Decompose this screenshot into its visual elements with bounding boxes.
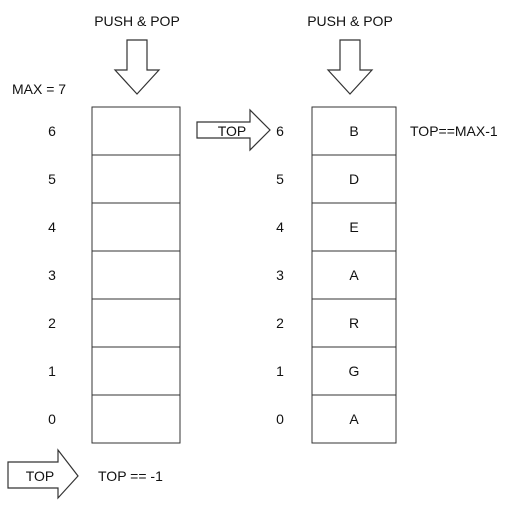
empty-stack-cell-1 bbox=[91, 346, 181, 396]
empty-stack-cell-2 bbox=[91, 298, 181, 348]
full-stack-index-label: 6 bbox=[276, 123, 284, 139]
full-stack-push-pop-label: PUSH & POP bbox=[307, 13, 393, 29]
full-condition-label: TOP==MAX-1 bbox=[410, 123, 498, 139]
full-stack-cell-5 bbox=[311, 154, 397, 204]
full-stack-cell-6 bbox=[311, 106, 397, 156]
empty-stack-top-pointer-label: TOP bbox=[26, 468, 55, 484]
max-label: MAX = 7 bbox=[12, 81, 66, 97]
empty-stack-cell-4 bbox=[91, 202, 181, 252]
empty-stack: 6 5 4 3 2 1 0 bbox=[48, 106, 181, 444]
full-stack-top-pointer-label: TOP bbox=[218, 123, 247, 139]
full-stack-index-label: 3 bbox=[276, 267, 284, 283]
empty-stack-push-pop-label: PUSH & POP bbox=[94, 13, 180, 29]
empty-stack-cell-0 bbox=[91, 394, 181, 444]
full-stack-cell-value: A bbox=[349, 267, 359, 283]
full-stack-cell-value: R bbox=[349, 315, 359, 331]
full-stack-index-label: 5 bbox=[276, 171, 284, 187]
empty-condition-label: TOP == -1 bbox=[98, 468, 163, 484]
empty-stack-push-pop-arrow bbox=[113, 39, 161, 95]
full-stack-push-pop-arrow bbox=[326, 39, 374, 95]
empty-stack-index-label: 5 bbox=[48, 171, 56, 187]
full-stack-cell-0 bbox=[311, 394, 397, 444]
empty-stack-index-label: 2 bbox=[48, 315, 56, 331]
empty-stack-cell-5 bbox=[91, 154, 181, 204]
empty-stack-index-label: 4 bbox=[48, 219, 56, 235]
full-stack-cell-3 bbox=[311, 250, 397, 300]
full-stack-cell-4 bbox=[311, 202, 397, 252]
empty-stack-index-label: 0 bbox=[48, 411, 56, 427]
full-stack-index-label: 0 bbox=[276, 411, 284, 427]
full-stack-index-label: 2 bbox=[276, 315, 284, 331]
empty-stack-index-label: 3 bbox=[48, 267, 56, 283]
full-stack-cell-value: A bbox=[349, 411, 359, 427]
empty-stack-index-label: 1 bbox=[48, 363, 56, 379]
full-stack-cell-value: B bbox=[349, 123, 358, 139]
full-stack-cell-1 bbox=[311, 346, 397, 396]
empty-stack-top-pointer-arrow bbox=[7, 448, 79, 500]
full-stack-cell-value: D bbox=[349, 171, 359, 187]
empty-stack-cell-3 bbox=[91, 250, 181, 300]
empty-stack-cell-6 bbox=[91, 106, 181, 156]
full-stack-index-label: 4 bbox=[276, 219, 284, 235]
full-stack-cell-value: G bbox=[349, 363, 360, 379]
full-stack-top-pointer-arrow bbox=[196, 108, 271, 152]
full-stack-index-label: 1 bbox=[276, 363, 284, 379]
full-stack-cell-value: E bbox=[349, 219, 358, 235]
empty-stack-index-label: 6 bbox=[48, 123, 56, 139]
